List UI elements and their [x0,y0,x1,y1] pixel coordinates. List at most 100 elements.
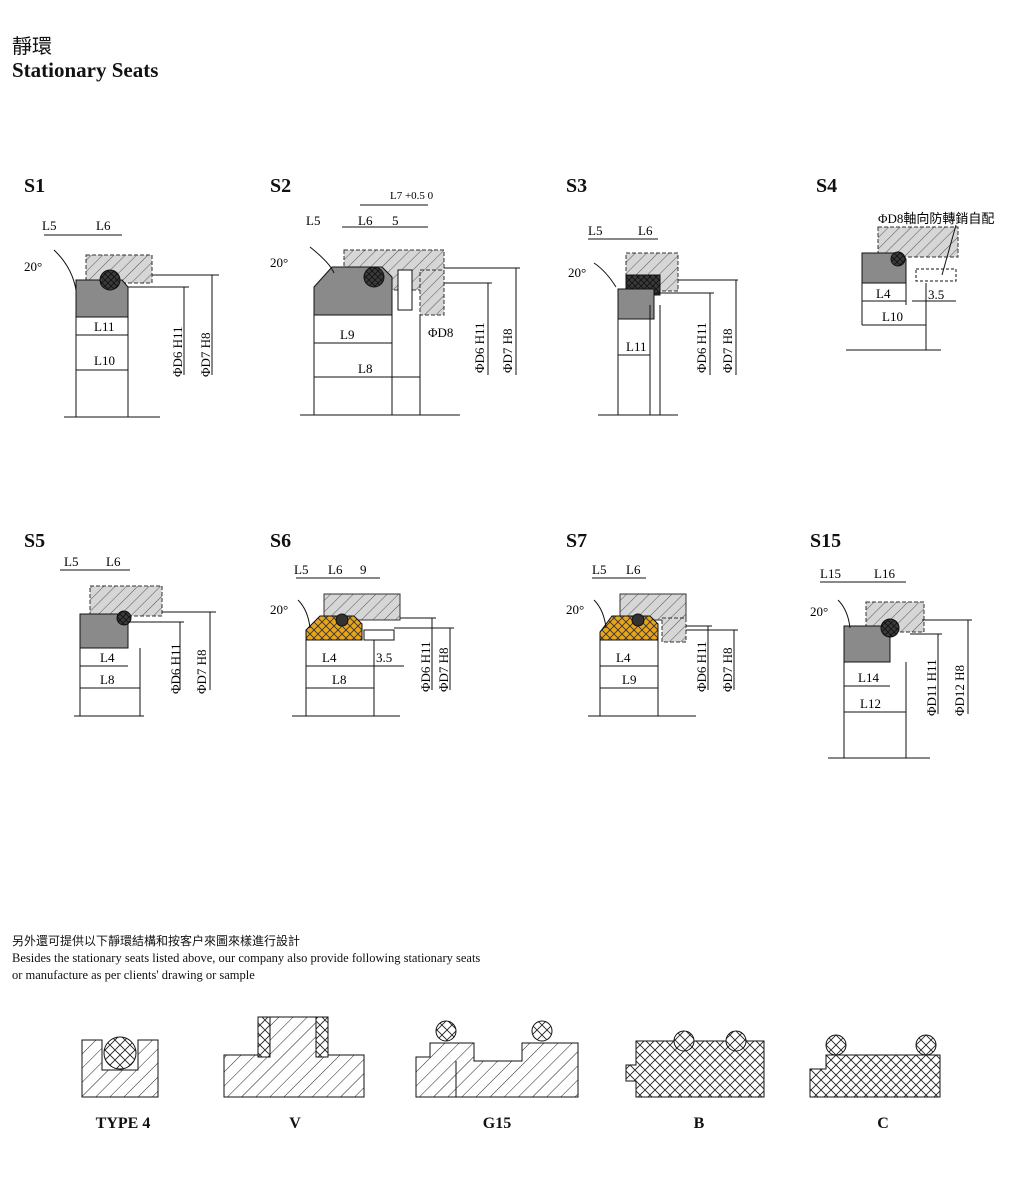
s5-label-d6: ΦD6 H11 [168,643,183,694]
seat-s6-title: S6 [270,530,292,552]
s2-label-l9: L9 [340,327,354,342]
seat-s6: S6 L5 L6 9 20° L4 3.5 L8 ΦD6 H11 ΦD7 H8 [270,530,500,790]
s3-label-d6: ΦD6 H11 [694,322,709,373]
s2-label-d7: ΦD7 H8 [500,328,515,373]
s1-label-l6: L6 [96,218,111,233]
additional-note: 另外還可提供以下靜環結構和按客户來圖來樣進行設計 Besides the sta… [12,933,480,984]
seat-s1: S1 L5 L6 20° L11 L10 ΦD6 H11 ΦD7 H8 [24,175,254,435]
s15-label-d12: ΦD12 H8 [952,665,967,716]
seat-s15: S15 L15 L16 20° L14 L12 ΦD11 H11 ΦD12 H8 [810,530,1024,790]
s6-label-l8: L8 [332,672,346,687]
seat-s6-drawing: L5 L6 9 20° L4 3.5 L8 ΦD6 H11 ΦD7 H8 [270,562,454,717]
seat-s15-title: S15 [810,530,842,552]
note-en-line1: Besides the stationary seats listed abov… [12,951,481,965]
seat-s4-drawing: ΦD8軸向防轉銷自配 L4 3.5 L10 [846,211,994,351]
s15-label-l16: L16 [874,566,895,581]
s6-label-l6: L6 [328,562,343,577]
seat-s1-drawing: L5 L6 20° L11 L10 ΦD6 H11 ΦD7 H8 [24,218,219,418]
s15-label-angle: 20° [810,604,828,619]
s5-label-l4: L4 [100,650,115,665]
s6-label-9: 9 [360,562,367,577]
type4-label: TYPE 4 [95,1115,151,1132]
s1-label-angle: 20° [24,259,42,274]
s3-label-angle: 20° [568,265,586,280]
s3-label-d7: ΦD7 H8 [720,328,735,373]
v-drawing [223,1016,365,1098]
page-title-cn: 靜環 [12,34,52,58]
seat-s2: S2 L7 +0.5 0 L5 L6 5 20° ΦD8 L9 L8 ΦD6 H… [270,175,520,435]
s7-label-l5: L5 [592,562,606,577]
note-cn: 另外還可提供以下靜環結構和按客户來圖來樣進行設計 [12,934,301,948]
s5-label-d7: ΦD7 H8 [194,649,209,694]
s5-label-l8: L8 [100,672,114,687]
seat-s1-title: S1 [24,175,46,197]
seat-s15-drawing: L15 L16 20° L14 L12 ΦD11 H11 ΦD12 H8 [810,566,972,759]
s2-label-l8: L8 [358,361,372,376]
seat-s7-title: S7 [566,530,588,552]
type4-drawing [81,1036,159,1098]
note-en-line2: or manufacture as per clients' drawing o… [12,968,255,982]
s5-label-l5: L5 [64,554,78,569]
seat-s7: S7 L5 L6 20° L4 L9 ΦD6 H11 ΦD7 H8 [566,530,796,790]
s15-label-l12: L12 [860,696,881,711]
s7-label-d6: ΦD6 H11 [694,641,709,692]
s15-label-d11: ΦD11 H11 [924,659,939,716]
s15-label-l15: L15 [820,566,841,581]
s4-label-35: 3.5 [928,287,944,302]
type-c: C [806,1005,976,1135]
s1-label-l5: L5 [42,218,56,233]
seat-s2-title: S2 [270,175,292,197]
s7-label-angle: 20° [566,602,584,617]
s2-label-l6: L6 [358,213,373,228]
s6-label-d6: ΦD6 H11 [418,641,433,692]
type-type4: TYPE 4 [60,1005,230,1135]
s5-label-l6: L6 [106,554,121,569]
c-drawing [809,1034,941,1098]
s4-label-l10: L10 [882,309,903,324]
seat-s5: S5 L5 L6 L4 L8 ΦD6 H11 ΦD7 H8 [24,530,254,790]
c-label: C [877,1115,889,1132]
seat-s4: S4 ΦD8軸向防轉銷自配 L4 3.5 L10 [816,175,1024,435]
s1-label-d7: ΦD7 H8 [198,332,213,377]
s2-label-d6: ΦD6 H11 [472,322,487,373]
b-drawing [625,1030,765,1098]
s3-label-l5: L5 [588,223,602,238]
page-title-en: Stationary Seats [12,58,159,82]
s2-label-d8: ΦD8 [428,325,453,340]
seat-s3-title: S3 [566,175,588,197]
g15-drawing [415,1020,579,1098]
s3-label-l11: L11 [626,339,646,354]
s7-label-d7: ΦD7 H8 [720,647,735,692]
type-g15: G15 [412,1005,582,1135]
additional-types: TYPE 4 V G15 B C [60,1005,960,1145]
s2-label-l7: L7 +0.5 0 [390,190,434,202]
s2-label-5: 5 [392,213,399,228]
s6-label-35: 3.5 [376,650,392,665]
s2-label-l5: L5 [306,213,320,228]
s1-label-d6: ΦD6 H11 [170,326,185,377]
b-label: B [693,1115,705,1132]
type-b: B [620,1005,790,1135]
type-v: V [220,1005,390,1135]
s6-label-d7: ΦD7 H8 [436,647,451,692]
seat-s4-title: S4 [816,175,838,197]
s6-label-l4: L4 [322,650,337,665]
s6-label-l5: L5 [294,562,308,577]
g15-label: G15 [482,1115,512,1132]
seat-s7-drawing: L5 L6 20° L4 L9 ΦD6 H11 ΦD7 H8 [566,562,738,717]
s7-label-l9: L9 [622,672,636,687]
seat-s3-drawing: L5 L6 20° L11 ΦD6 H11 ΦD7 H8 [568,223,738,416]
seat-s5-title: S5 [24,530,46,552]
s1-label-l11: L11 [94,319,114,334]
s6-label-angle: 20° [270,602,288,617]
s15-label-l14: L14 [858,670,879,685]
s2-label-angle: 20° [270,255,288,270]
s4-label-l4: L4 [876,286,891,301]
s7-label-l4: L4 [616,650,631,665]
seat-s5-drawing: L5 L6 L4 L8 ΦD6 H11 ΦD7 H8 [60,554,216,717]
s3-label-l6: L6 [638,223,653,238]
s4-label-pin: ΦD8軸向防轉銷自配 [878,211,994,226]
s7-label-l6: L6 [626,562,641,577]
v-label: V [289,1115,301,1132]
seat-s3: S3 L5 L6 20° L11 ΦD6 H11 ΦD7 H8 [566,175,796,435]
